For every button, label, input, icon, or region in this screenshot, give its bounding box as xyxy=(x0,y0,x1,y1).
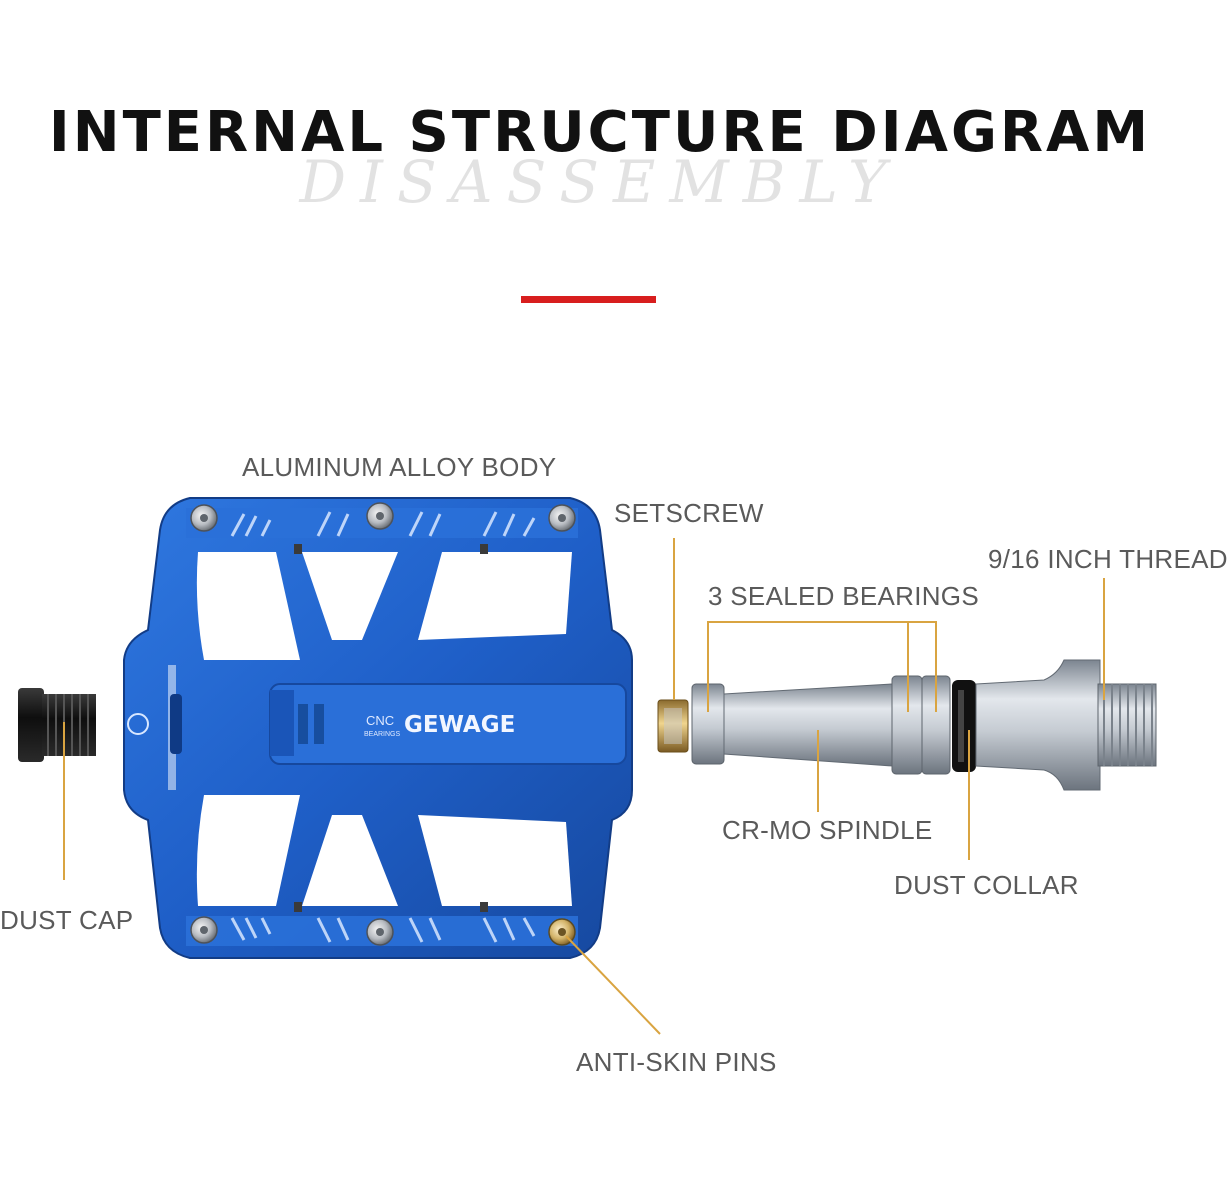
diagram-canvas: DISASSEMBLY INTERNAL STRUCTURE DIAGRAM xyxy=(0,100,1228,1077)
page-title: INTERNAL STRUCTURE DIAGRAM xyxy=(48,100,1152,165)
bearings-leader xyxy=(707,621,937,712)
pedal-body xyxy=(123,497,633,959)
accent-bar xyxy=(521,296,656,303)
spindle-assembly xyxy=(657,659,1157,791)
anti-skin-pins xyxy=(190,502,576,946)
pins-leader xyxy=(565,935,661,1035)
cnc-text: CNC xyxy=(366,713,394,728)
bearings-text: BEARINGS xyxy=(364,731,401,738)
label-dust-collar: DUST COLLAR xyxy=(894,870,1079,900)
label-aluminum-alloy-body: ALUMINUM ALLOY BODY xyxy=(242,452,557,482)
leader-lines xyxy=(63,538,1105,1035)
label-anti-skin-pins: ANTI-SKIN PINS xyxy=(576,1047,777,1077)
watermark-text: DISASSEMBLY xyxy=(299,148,901,216)
brand-logo: GEWAGE xyxy=(404,712,515,738)
label-thread: 9/16 INCH THREAD xyxy=(988,544,1228,574)
label-dust-cap: DUST CAP xyxy=(0,905,134,935)
pedal-illustration: CNC BEARINGS GEWAGE xyxy=(18,497,1157,1035)
cr-mo-spindle xyxy=(723,683,893,767)
label-sealed-bearings: 3 SEALED BEARINGS xyxy=(708,581,979,611)
label-setscrew: SETSCREW xyxy=(614,498,764,528)
label-spindle: CR-MO SPINDLE xyxy=(722,815,933,845)
dust-cap xyxy=(18,688,96,762)
